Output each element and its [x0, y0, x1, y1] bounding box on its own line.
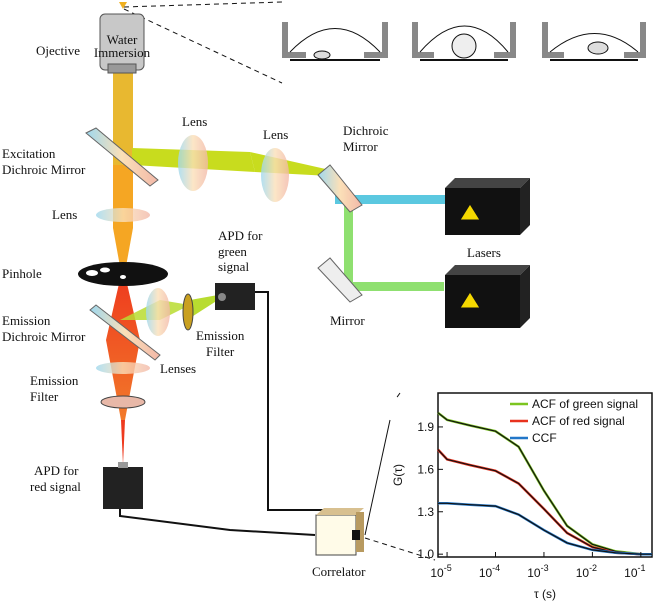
objective-text-water: Water	[107, 32, 138, 47]
label-emission-filter-red-2: Filter	[30, 389, 59, 404]
pinhole	[78, 262, 168, 286]
label-dichroic-1: Dichroic	[343, 123, 389, 138]
label-objective: Ojective	[36, 43, 80, 58]
label-lens-left: Lens	[52, 207, 77, 222]
zoom-lines-top	[123, 1, 283, 84]
x-tick-label: 10-1	[624, 563, 645, 580]
sample-well-3	[542, 22, 646, 61]
pinhole-hole	[86, 270, 98, 276]
correlation-chart: 10-5 10-4 10-3 10-2 10-1 1.0 1.3 1.6 1.9 τ (s) G…	[391, 392, 653, 601]
emission-dichroic-mirror	[89, 304, 161, 361]
lens-2	[261, 148, 289, 202]
label-emission-mirror-1: Emission	[2, 313, 51, 328]
label-lenses: Lenses	[160, 361, 196, 376]
label-excitation-mirror-2: Dichroic Mirror	[2, 162, 86, 177]
sample-wells	[282, 22, 646, 61]
correlator-box	[315, 508, 364, 556]
label-apd-red-2: red signal	[30, 479, 81, 494]
label-lens-1: Lens	[182, 114, 207, 129]
label-correlator: Correlator	[312, 564, 366, 579]
objective-lens: Water Immersion	[94, 2, 151, 74]
x-tick-label: 10-3	[527, 563, 548, 580]
label-lens-2: Lens	[263, 127, 288, 142]
laser-2	[445, 265, 530, 328]
y-axis-label: G(τ)	[391, 464, 405, 486]
x-tick-label: 10-4	[479, 563, 500, 580]
mirror	[317, 257, 363, 303]
label-excitation-mirror-1: Excitation	[2, 146, 56, 161]
beams	[106, 72, 445, 465]
label-dichroic-2: Mirror	[343, 139, 378, 154]
label-apd-red-1: APD for	[34, 463, 79, 478]
series-2-fit	[438, 502, 652, 555]
pinhole-hole	[100, 267, 110, 273]
label-pinhole: Pinhole	[2, 266, 42, 281]
objective-text-immersion: Immersion	[94, 45, 151, 60]
label-emission-filter-red-1: Emission	[30, 373, 79, 388]
pinhole-hole	[120, 275, 126, 279]
label-apd-green-1: APD for	[218, 228, 263, 243]
legend-label: ACF of green signal	[532, 397, 638, 411]
label-emission-filter-green-2: Filter	[206, 344, 235, 359]
x-axis-label: τ (s)	[534, 587, 556, 601]
laser-1	[445, 178, 530, 235]
x-tick-label: 10-2	[576, 563, 597, 580]
sample-well-2	[412, 22, 516, 61]
zoom-lines-chart	[364, 392, 436, 561]
sample-well-1	[282, 22, 388, 61]
dichroic-mirror	[317, 164, 363, 213]
lens-red	[96, 362, 150, 374]
label-emission-mirror-2: Dichroic Mirror	[2, 329, 86, 344]
y-tick-label: 1.3	[417, 505, 434, 519]
lenses-green	[146, 288, 170, 336]
emission-filter-green	[182, 293, 194, 331]
x-tick-label: 10-5	[430, 563, 451, 580]
apd-red	[103, 462, 143, 509]
label-apd-green-3: signal	[218, 259, 249, 274]
excitation-dichroic-mirror	[85, 127, 159, 187]
emission-filter-red	[100, 395, 146, 409]
label-apd-green-2: green	[218, 244, 247, 259]
legend-label: CCF	[532, 431, 557, 445]
y-tick-label: 1.9	[417, 420, 434, 434]
cables	[119, 291, 340, 536]
y-tick-label: 1.0	[417, 547, 434, 561]
label-mirror: Mirror	[330, 313, 365, 328]
legend-label: ACF of red signal	[532, 414, 625, 428]
y-tick-label: 1.6	[417, 462, 434, 476]
apd-green	[215, 283, 255, 310]
lens-1	[178, 135, 208, 191]
lens-left	[96, 208, 150, 222]
label-lasers: Lasers	[467, 245, 501, 260]
label-emission-filter-green-1: Emission	[196, 328, 245, 343]
